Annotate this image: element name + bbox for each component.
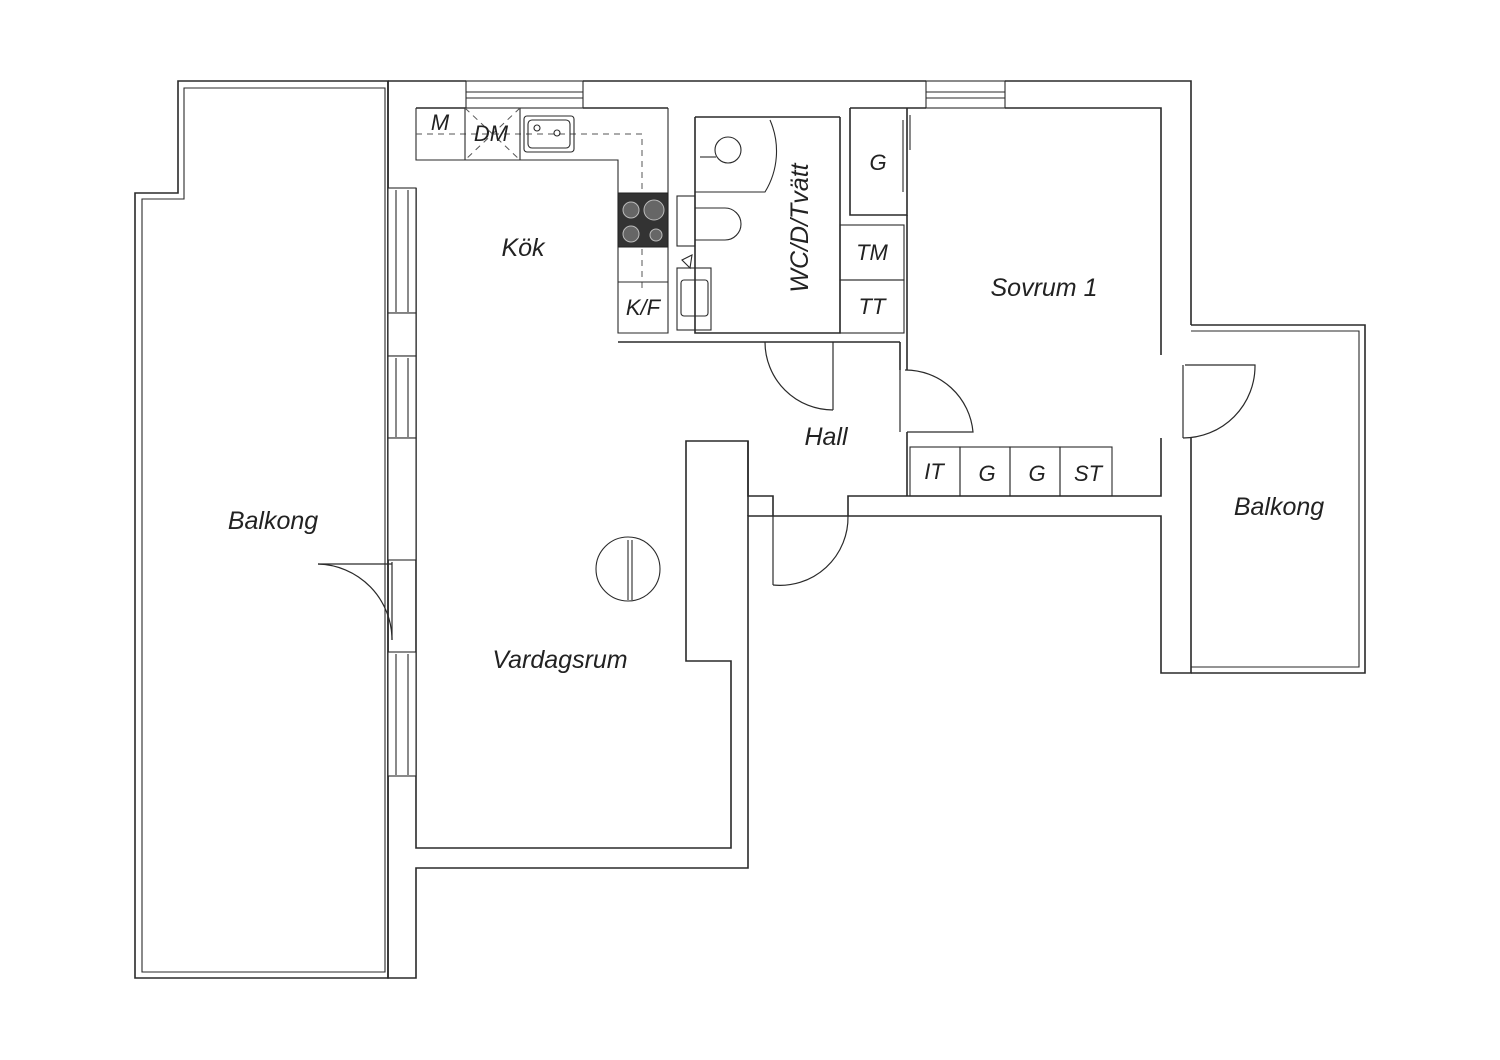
balcony-east bbox=[1182, 324, 1366, 674]
ceiling-lamp-symbol bbox=[595, 536, 661, 602]
label-g-bedroom: G bbox=[869, 150, 886, 175]
label-kf: K/F bbox=[626, 295, 662, 320]
bedroom-wardrobe bbox=[849, 108, 911, 216]
north-windows bbox=[465, 80, 1006, 109]
balcony-door-west bbox=[317, 562, 393, 641]
hall-closets bbox=[909, 446, 1113, 497]
exterior-walls bbox=[387, 80, 1192, 979]
label-tm: TM bbox=[856, 240, 888, 265]
label-it: IT bbox=[924, 459, 945, 484]
label-kok: Kök bbox=[501, 234, 546, 262]
label-sovrum: Sovrum 1 bbox=[991, 274, 1098, 302]
entrance-door bbox=[772, 515, 849, 586]
label-vardagsrum: Vardagsrum bbox=[492, 646, 627, 674]
bathroom bbox=[676, 117, 841, 411]
label-balkong-west: Balkong bbox=[228, 507, 318, 535]
label-balkong-east: Balkong bbox=[1234, 493, 1324, 521]
west-windows bbox=[387, 187, 417, 777]
label-tt: TT bbox=[859, 294, 887, 319]
label-hall: Hall bbox=[804, 423, 849, 451]
label-g1: G bbox=[978, 461, 995, 486]
label-dm: DM bbox=[474, 121, 509, 146]
label-g2: G bbox=[1028, 461, 1045, 486]
laundry-units bbox=[839, 224, 905, 334]
bedroom-walls bbox=[899, 215, 974, 496]
label-st: ST bbox=[1074, 461, 1104, 486]
label-wc: WC/D/Tvätt bbox=[786, 162, 814, 292]
kitchen bbox=[415, 107, 900, 343]
label-m: M bbox=[431, 110, 450, 135]
